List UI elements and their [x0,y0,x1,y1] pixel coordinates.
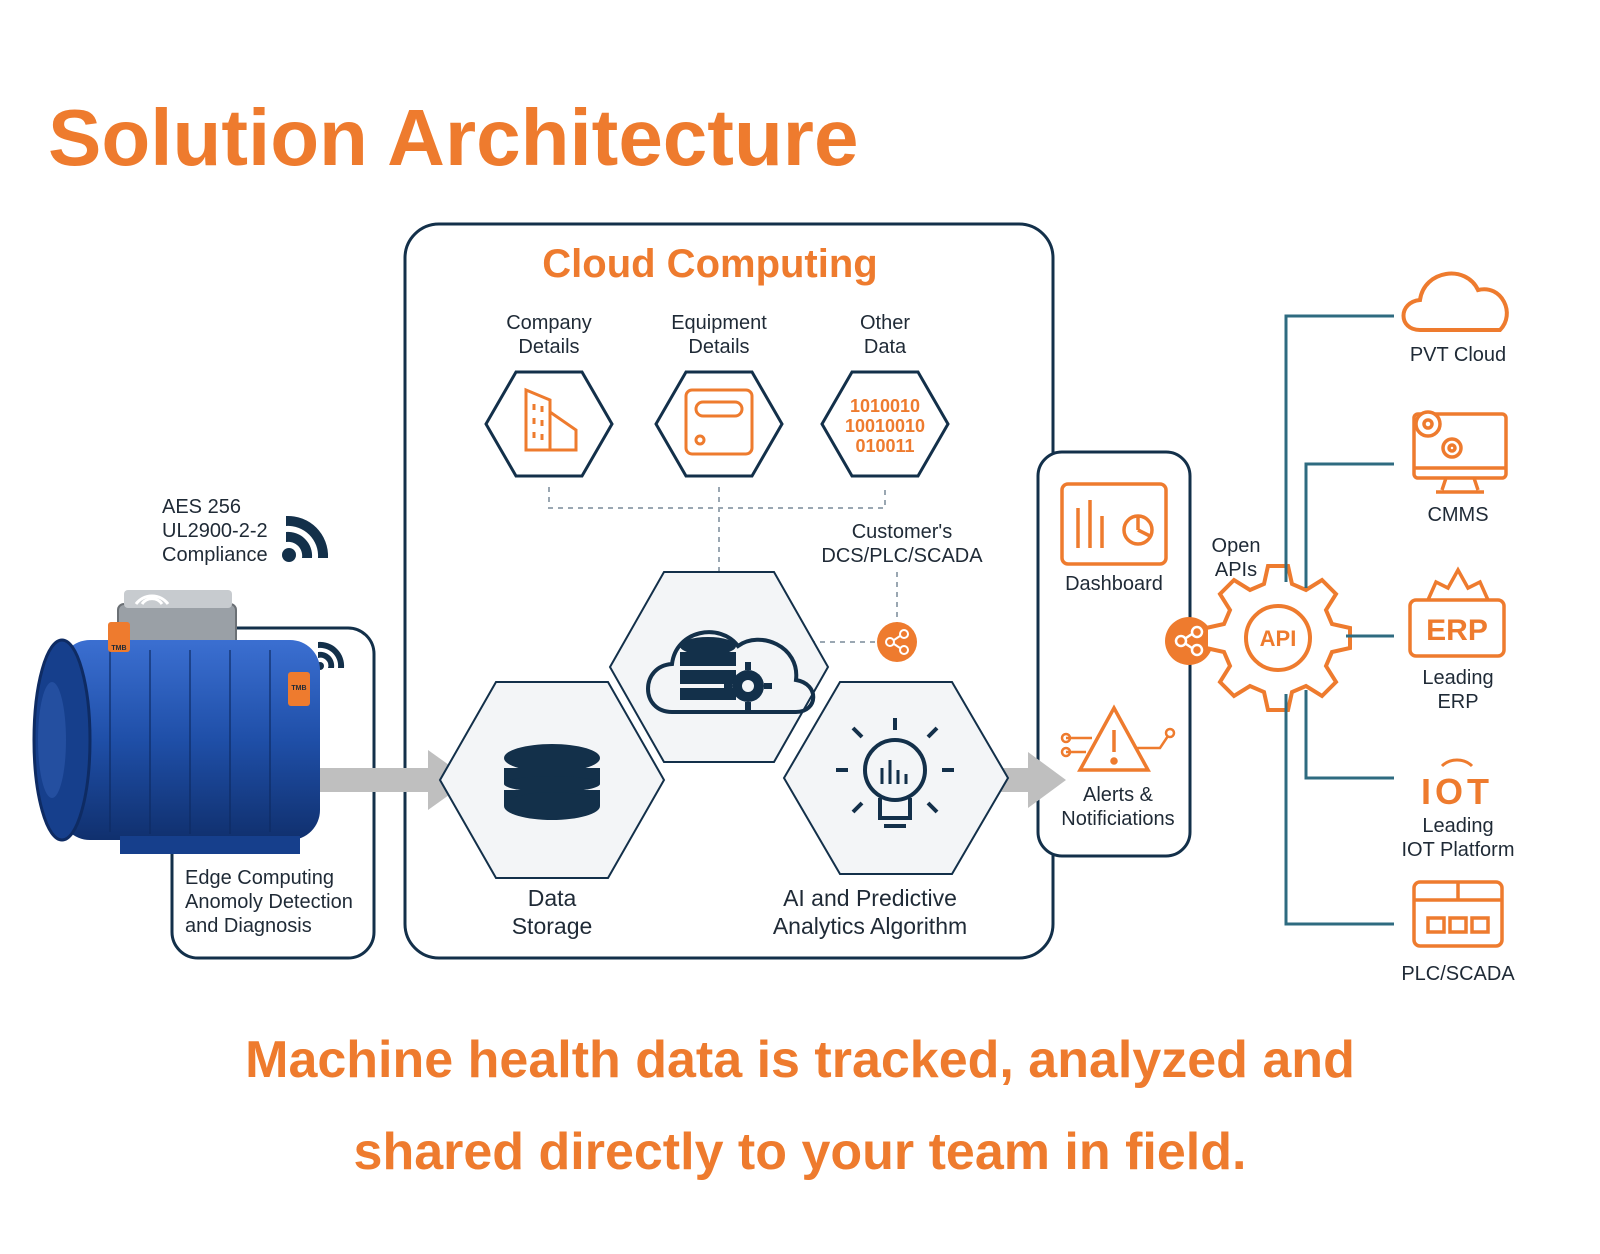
ai-analytics-label: AI and Predictive Analytics Algorithm [772,885,968,939]
plc-panel-icon [1412,880,1504,948]
data-storage-hexagon [438,681,666,879]
database-icon [504,744,600,820]
other-data-label: Other Data [859,312,911,358]
binary-line: 10010010 [845,416,925,436]
dashboard-label: Dashboard [1065,573,1163,595]
page-title: Solution Architecture [48,93,859,182]
iot-icon: IOT [1421,758,1493,812]
ai-analytics-hexagon [782,681,1010,875]
company-details-hexagon [484,370,614,478]
cloud-icon [1401,271,1509,332]
customer-share-node-icon [877,622,917,662]
analytics-to-alerts-arrow [998,752,1066,808]
tagline-line-2: shared directly to your team in field. [353,1123,1247,1181]
building-icon [524,387,578,452]
sensor-tag-text: TMB [111,645,126,652]
edge-to-storage-arrow [318,750,470,810]
api-share-node-icon [1165,617,1213,665]
cloud-computing-title: Cloud Computing [542,242,878,286]
sensor-tag-text: TMB [291,685,306,692]
security-compliance-label: AES 256 UL2900-2-2 Compliance [162,496,268,566]
leading-erp-label: Leading ERP [1422,667,1494,713]
erp-badge-text: ERP [1426,614,1488,647]
tagline-line-1: Machine health data is tracked, analyzed… [245,1031,1355,1089]
other-data-hexagon: 1010010 10010010 010011 [820,370,950,478]
api-gear-icon: API [1204,564,1352,712]
open-apis-label: Open APIs [1211,535,1261,581]
leading-iot-label: Leading IOT Platform [1401,815,1515,861]
sensor-tag [108,622,130,652]
erp-icon: ERP [1408,566,1506,658]
api-badge-text: API [1260,626,1297,651]
equipment-details-hexagon [654,370,784,478]
lightbulb-chart-icon [836,718,954,828]
electric-motor-image: TMB TMB [32,590,320,854]
wireless-signal-icon [282,515,329,562]
equipment-panel-icon [684,388,754,456]
binary-line: 1010010 [850,396,920,416]
iot-badge-text: IOT [1421,771,1493,812]
company-details-label: Company Details [506,312,592,358]
plc-scada-label: PLC/SCADA [1401,963,1515,985]
monitor-gears-icon [1412,410,1508,494]
cmms-label: CMMS [1427,504,1489,526]
integration-bus-lines [1284,314,1394,926]
binary-line: 010011 [855,436,914,456]
customer-systems-label: Customer's DCS/PLC/SCADA [821,521,983,567]
sensor-tag [288,672,310,706]
alerts-label: Alerts & Notificiations [1061,784,1175,830]
dashboard-icon [1060,482,1168,566]
data-storage-label: Data Storage [511,885,593,939]
cloud-database-hexagon [608,571,830,763]
equipment-details-label: Equipment Details [671,312,767,358]
alert-triangle-icon [1060,704,1176,772]
cloud-database-icon [646,630,816,714]
pvt-cloud-label: PVT Cloud [1409,344,1507,366]
edge-computing-label: Edge Computing Anomoly Detection and Dia… [185,867,353,937]
